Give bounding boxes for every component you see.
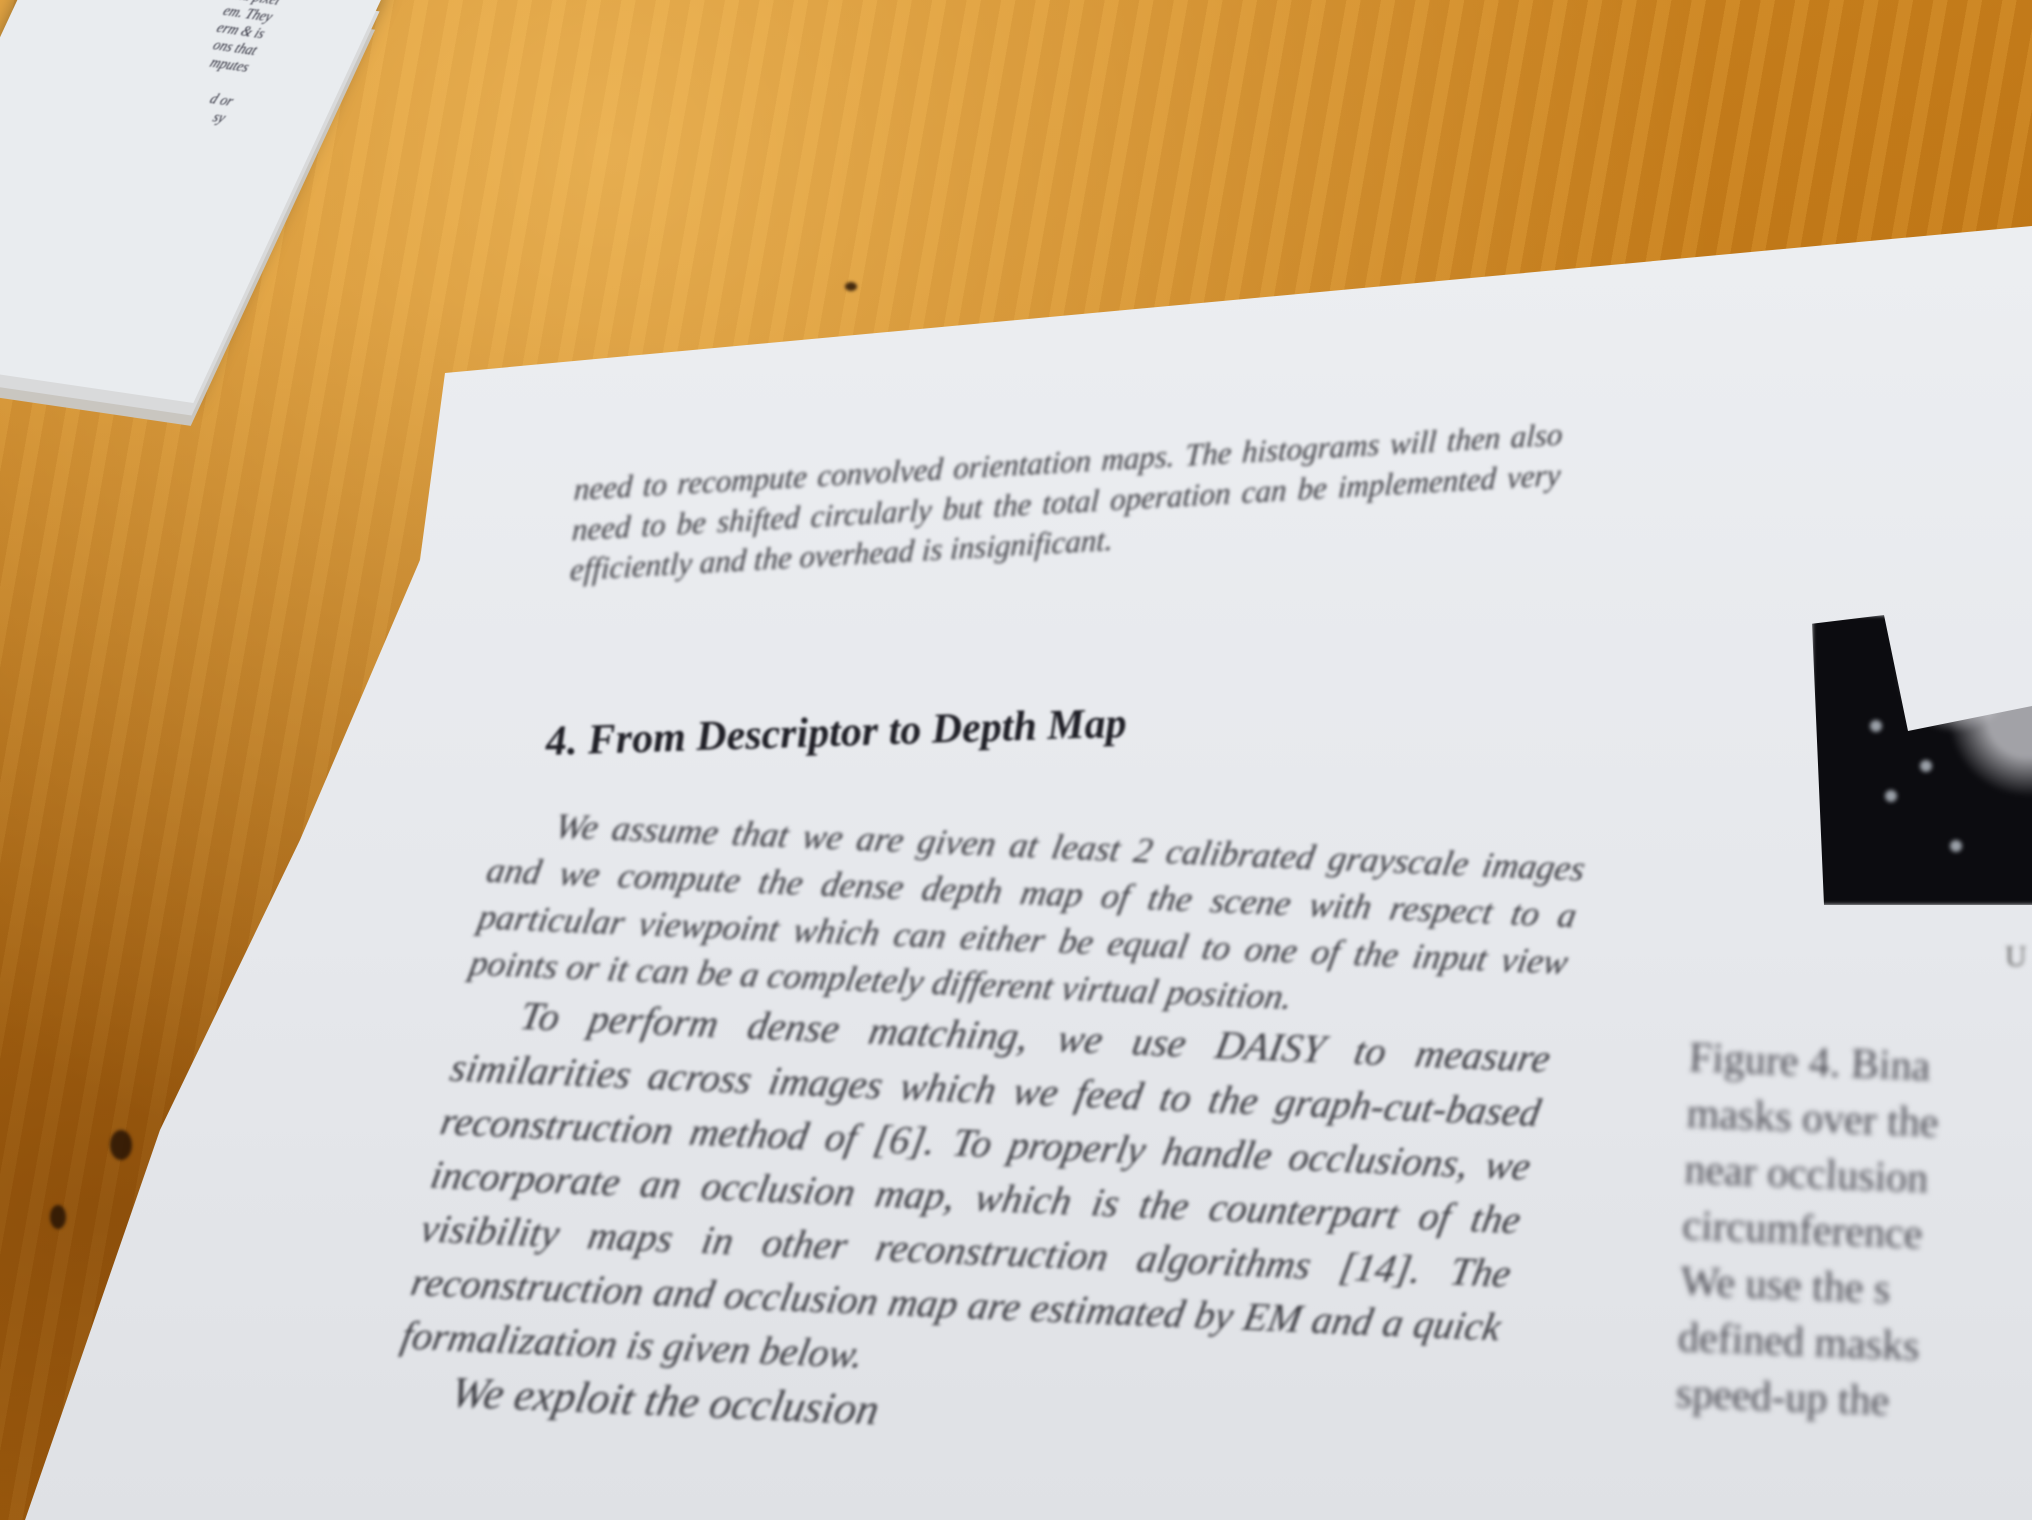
figure-dot <box>1920 760 1932 772</box>
intro-paragraph: need to recompute convolved orientation … <box>569 416 1564 588</box>
body-paragraph: To perform dense matching, we use DAISY … <box>397 993 1555 1377</box>
figure-caption: Figure 4. Bina masks over the near occlu… <box>1675 1034 1940 1425</box>
desk-stain <box>50 1205 66 1229</box>
section-heading: 4. From Descriptor to Depth Map <box>545 700 1128 765</box>
paper-stack-text: C' and pixel em. They erm & is ons that … <box>206 0 283 127</box>
figure-dot <box>1885 790 1897 802</box>
figure-dot <box>1870 720 1882 732</box>
desk-stain <box>845 282 857 291</box>
body-text: We assume that we are given at least 2 c… <box>387 800 1589 1463</box>
figure-label: U <box>2005 940 2027 973</box>
figure-dot <box>1950 840 1962 852</box>
desk-stain <box>110 1130 132 1160</box>
